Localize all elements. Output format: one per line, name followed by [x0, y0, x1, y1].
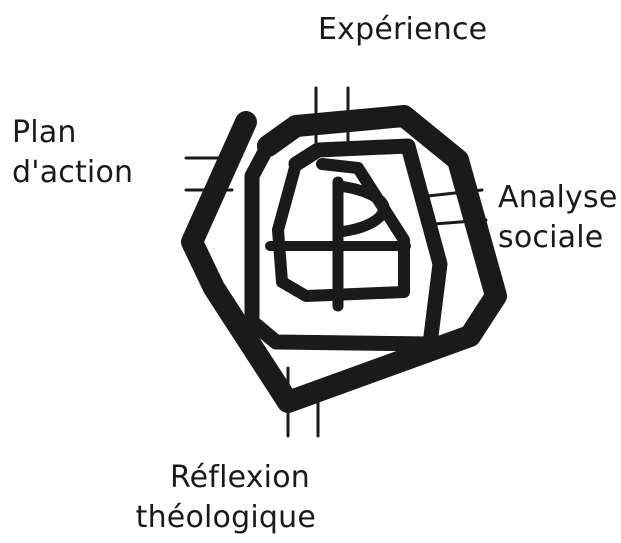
label-reflexion-line2: théologique [126, 498, 316, 538]
label-experience: Expérience [318, 10, 487, 50]
label-plan-action: Plan d'action [12, 113, 133, 193]
label-analyse-sociale: Analyse sociale [498, 178, 618, 258]
label-plan-line2: d'action [12, 153, 133, 193]
label-reflexion-line1: Réflexion [126, 458, 316, 498]
label-analyse-line1: Analyse [498, 178, 618, 218]
label-analyse-line2: sociale [498, 218, 618, 258]
label-plan-line1: Plan [12, 113, 133, 153]
label-experience-text: Expérience [318, 10, 487, 50]
label-reflexion-theologique: Réflexion théologique [126, 458, 316, 538]
